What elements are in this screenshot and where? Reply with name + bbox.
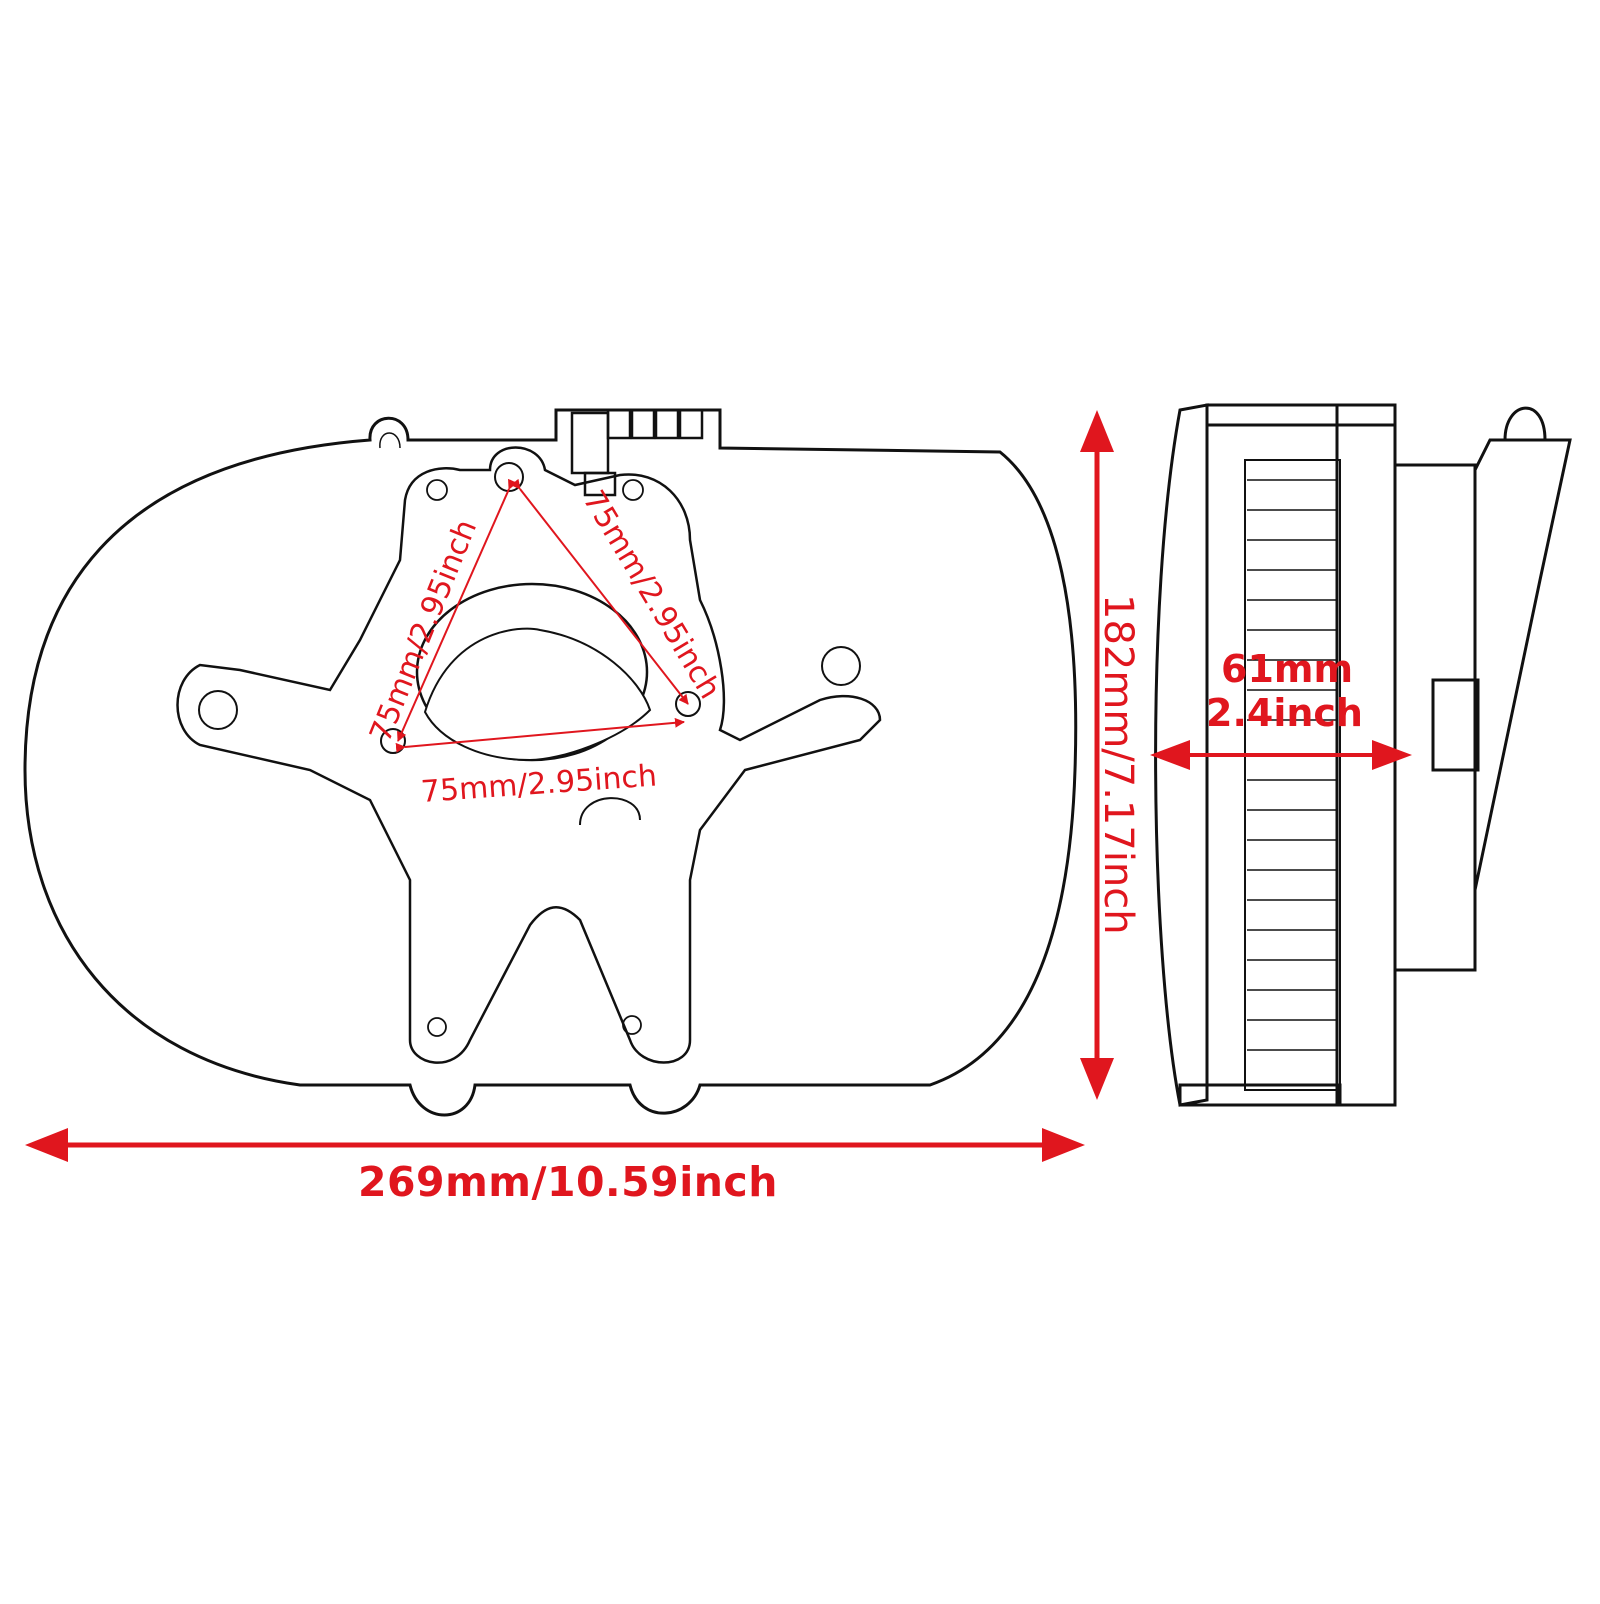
connector-detail [570,408,704,497]
overall-width-label: 269mm/10.59inch [358,1158,778,1206]
overall-height-label: 182mm/7.17inch [1095,594,1141,935]
filter-element [1244,459,1341,1091]
side-view [1154,403,1572,1107]
filter-pleats [1247,479,1337,1051]
dimension-lines [25,410,1412,1162]
bolt-hole-top [494,462,524,492]
depth-inch-label: 2.4inch [1206,691,1363,735]
oval-backplate-outline [0,0,1230,455]
depth-mm-label: 61mm [1221,647,1354,691]
